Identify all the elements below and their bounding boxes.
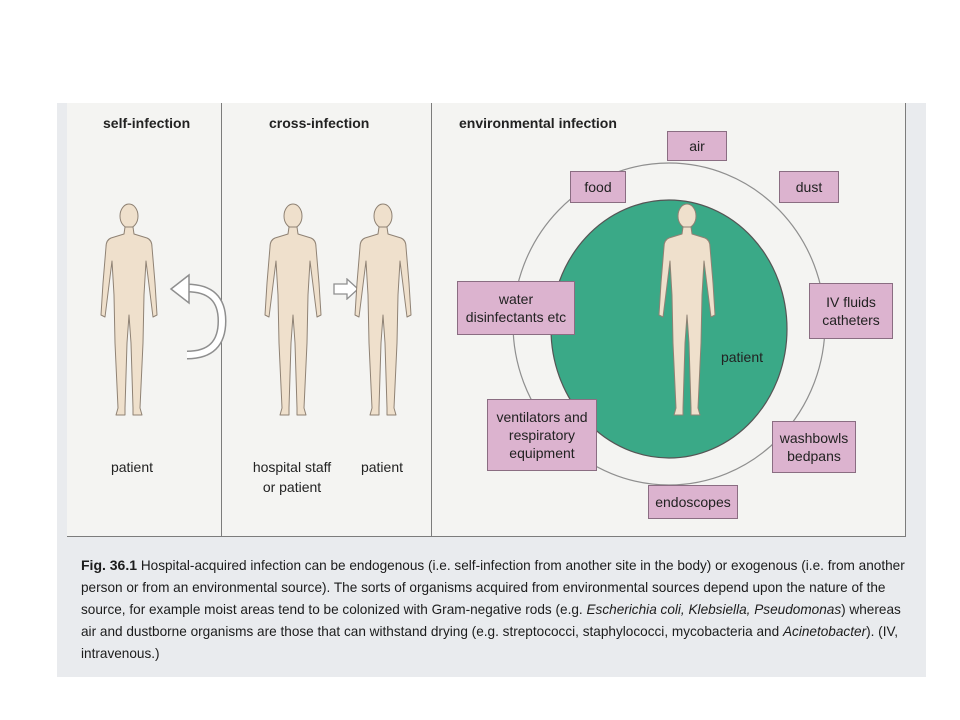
source-iv-fluids: IV fluids catheters — [809, 283, 893, 339]
figure-panel: self-infection cross-infection environme… — [67, 103, 906, 537]
caption-text-3: ). (IV, intravenous.) — [81, 624, 899, 661]
figure-number: Fig. 36.1 — [81, 557, 138, 573]
self-patient-label: patient — [110, 459, 154, 475]
source-air: air — [667, 131, 727, 161]
iv-line1: IV fluids — [826, 294, 876, 310]
source-dust: dust — [779, 171, 839, 203]
vent-line3: equipment — [509, 445, 575, 461]
caption-italic-2: Acinetobacter — [782, 624, 867, 639]
environmental-infection-heading: environmental infection — [459, 115, 617, 131]
source-food: food — [570, 171, 626, 203]
source-washbowls: washbowls bedpans — [772, 421, 856, 473]
env-patient-label: patient — [720, 349, 764, 365]
arrow-right-icon — [333, 278, 359, 300]
wash-line1: washbowls — [779, 430, 849, 446]
water-line1: water — [498, 291, 534, 307]
cross-infection-heading: cross-infection — [269, 115, 370, 131]
staff-figure — [264, 203, 322, 416]
cross-patient-label: patient — [360, 459, 404, 475]
water-line2: disinfectants etc — [465, 309, 567, 325]
patient-figure — [658, 203, 716, 416]
source-endoscopes: endoscopes — [648, 485, 738, 519]
textbook-page: self-infection cross-infection environme… — [57, 103, 926, 677]
staff-label-line1: hospital staff — [252, 459, 332, 475]
iv-line2: catheters — [822, 312, 880, 328]
source-ventilators: ventilators and respiratory equipment — [487, 399, 597, 471]
caption-italic-1: Escherichia coli, Klebsiella, Pseudomona… — [586, 602, 842, 617]
section-divider — [431, 103, 432, 536]
self-infection-heading: self-infection — [103, 115, 191, 131]
vent-line1: ventilators and — [496, 409, 588, 425]
figure-caption: Fig. 36.1 Hospital-acquired infection ca… — [81, 554, 911, 665]
circular-arrow-icon — [169, 273, 227, 360]
staff-label-line2: or patient — [262, 479, 322, 495]
caption-text-2: ) whereas air and dustborne organisms ar… — [81, 602, 901, 639]
vent-line2: respiratory — [508, 427, 576, 443]
caption-text-1: Hospital-acquired infection can be endog… — [81, 558, 905, 617]
patient-figure — [100, 203, 158, 416]
wash-line2: bedpans — [787, 448, 841, 464]
patient-figure — [354, 203, 412, 416]
source-water: water disinfectants etc — [457, 281, 575, 335]
